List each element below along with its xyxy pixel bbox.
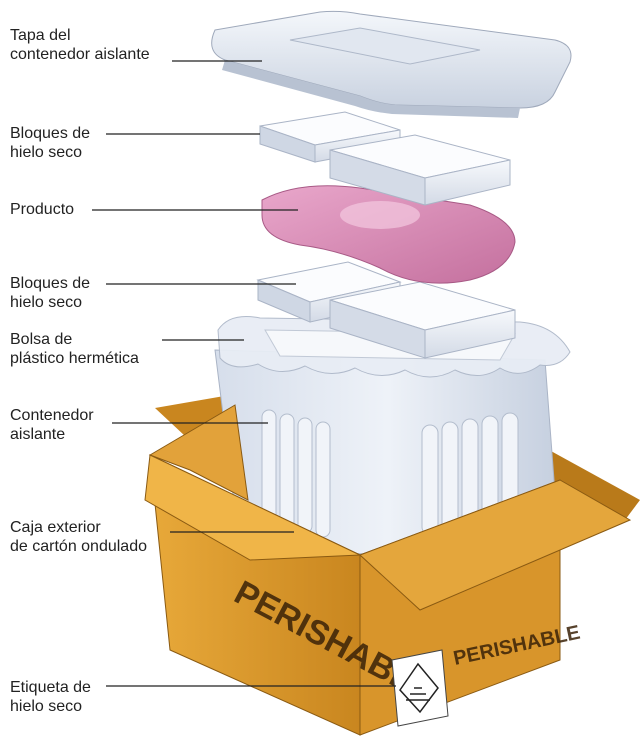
dry-ice-hazard-label bbox=[391, 649, 449, 727]
label-product: Producto bbox=[10, 200, 74, 219]
insulated-container-lid bbox=[211, 10, 572, 118]
label-plastic-bag-line1: Bolsa de bbox=[10, 331, 73, 348]
label-outer-box-line1: Caja exterior bbox=[10, 519, 101, 536]
label-lid-line2: contenedor aislante bbox=[10, 46, 150, 63]
label-insulated-container: Contenedor aislante bbox=[10, 406, 94, 444]
label-lid-line1: Tapa del bbox=[10, 27, 71, 44]
label-dry-ice-tag: Etiqueta de hielo seco bbox=[10, 678, 91, 716]
label-dry-ice-bottom-line2: hielo seco bbox=[10, 294, 83, 311]
label-plastic-bag: Bolsa de plástico hermética bbox=[10, 330, 139, 368]
label-insulated-container-line2: aislante bbox=[10, 426, 66, 443]
dry-ice-blocks-lower bbox=[256, 261, 516, 359]
label-lid: Tapa del contenedor aislante bbox=[10, 26, 150, 64]
dry-ice-blocks-upper bbox=[259, 111, 511, 206]
label-outer-box: Caja exterior de cartón ondulado bbox=[10, 518, 147, 556]
label-dry-ice-top-line2: hielo seco bbox=[10, 144, 83, 161]
label-dry-ice-tag-line2: hielo seco bbox=[10, 698, 83, 715]
label-insulated-container-line1: Contenedor bbox=[10, 407, 94, 424]
label-dry-ice-top: Bloques de hielo seco bbox=[10, 124, 90, 162]
label-dry-ice-bottom-line1: Bloques de bbox=[10, 275, 91, 292]
label-dry-ice-bottom: Bloques de hielo seco bbox=[10, 274, 90, 312]
label-plastic-bag-line2: plástico hermética bbox=[10, 350, 139, 367]
label-dry-ice-tag-line1: Etiqueta de bbox=[10, 679, 91, 696]
leader-lines bbox=[92, 60, 396, 687]
label-product-line1: Producto bbox=[10, 201, 75, 218]
label-dry-ice-top-line1: Bloques de bbox=[10, 125, 91, 142]
product bbox=[261, 185, 516, 284]
label-outer-box-line2: de cartón ondulado bbox=[10, 538, 147, 555]
outer-corrugated-box: PERISHABLE PERISHABLE bbox=[144, 404, 632, 736]
